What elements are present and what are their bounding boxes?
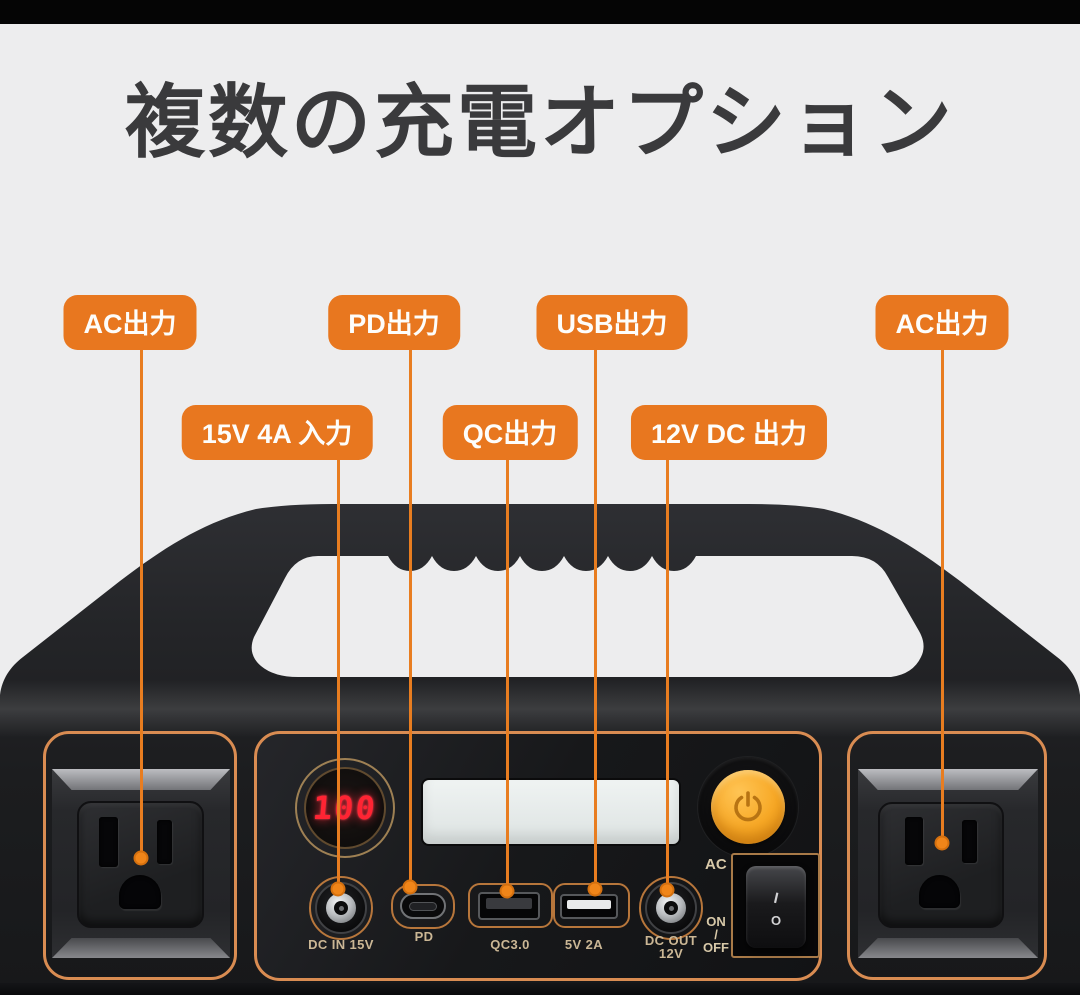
ac-outlet-left-ground-hole <box>119 875 161 909</box>
callout-line-dc-out <box>665 448 669 890</box>
dc-in-pin <box>338 905 344 911</box>
ac-outlet-right-ground-hole <box>919 875 960 908</box>
callout-label-12v-dc-output: 12V DC 出力 <box>630 405 828 460</box>
power-button <box>711 770 785 844</box>
usb-a-5v2a-port <box>560 894 618 919</box>
usb-a-qc3-tongue <box>486 898 532 909</box>
callout-dot <box>499 883 515 899</box>
usb-a-5v2a-tongue <box>567 900 611 909</box>
rocker-off-mark: O <box>770 913 782 928</box>
ac-outlet-right-neutral-slot <box>905 817 923 865</box>
outlet-bevel-top <box>858 769 1038 790</box>
qc3-port-label: QC3.0 <box>490 937 530 952</box>
dc-in-port <box>315 882 367 934</box>
outlet-bevel-bottom <box>52 938 230 958</box>
callout-dot <box>587 881 603 897</box>
on-label: ON <box>706 914 726 929</box>
power-button-bezel <box>698 757 798 857</box>
callout-label-pd-output: PD出力 <box>328 295 460 350</box>
callout-dot <box>330 881 346 897</box>
body-top-sheen <box>0 680 1080 738</box>
ac-rocker-switch-frame: I O <box>731 853 820 958</box>
usb-5v2a-port-label: 5V 2A <box>564 937 604 952</box>
control-panel: 100 AC ON / OFF I O <box>254 731 822 981</box>
top-black-bar <box>0 0 1080 24</box>
ac-outlet-right-hot-slot <box>962 820 977 863</box>
ac-outlet-right-frame <box>847 731 1047 980</box>
callout-line-pd <box>408 340 412 887</box>
off-label: OFF <box>703 940 729 955</box>
ac-rocker-switch: I O <box>746 866 806 948</box>
callout-dot <box>659 882 675 898</box>
callout-dot <box>133 850 149 866</box>
battery-percentage-readout: 100 <box>311 789 379 827</box>
callout-label-ac-output-left: AC出力 <box>63 295 197 350</box>
dc-out-pin <box>668 905 674 911</box>
dc-in-hole <box>334 901 348 915</box>
pd-port-label: PD <box>414 929 434 944</box>
callout-dot <box>402 879 418 895</box>
dc-out-label-line2: 12V <box>658 946 684 961</box>
callout-line-dc-in <box>336 448 340 889</box>
callout-dot <box>934 835 950 851</box>
dc-out-port-ring <box>639 876 703 940</box>
callout-line-ac-right <box>940 342 944 843</box>
ac-outlet-left-neutral-slot <box>99 817 118 867</box>
battery-display-ring: 100 <box>295 758 395 858</box>
usb-c-pd-port <box>400 893 446 919</box>
dc-in-metal-ring <box>326 893 356 923</box>
dc-out-label-line1: DC OUT <box>644 933 698 948</box>
dc-in-port-label: DC IN 15V <box>308 937 374 952</box>
dc-out-metal-ring <box>656 893 686 923</box>
outlet-bevel-bottom <box>858 938 1038 958</box>
dc-in-port-ring <box>309 876 373 940</box>
usb-c-tongue <box>409 901 437 911</box>
battery-display: 100 <box>304 767 386 849</box>
callout-label-15v-4a-input: 15V 4A 入力 <box>181 405 373 460</box>
callout-line-usb <box>593 342 597 889</box>
callout-label-usb-output: USB出力 <box>536 295 688 350</box>
rocker-on-mark: I <box>772 889 780 908</box>
callout-label-ac-output-right: AC出力 <box>875 295 1009 350</box>
power-icon <box>734 791 762 822</box>
ac-outlet-left-hot-slot <box>157 820 172 864</box>
on-off-label: ON / OFF <box>701 915 731 954</box>
ac-switch-label: AC <box>705 856 727 873</box>
dc-out-port-label: DC OUT 12V <box>631 934 711 960</box>
device-base-shadow <box>0 983 1080 995</box>
callout-line-ac-left <box>139 340 143 858</box>
on-off-slash: / <box>714 927 718 942</box>
page-title: 複数の充電オプション <box>125 76 955 169</box>
callout-label-qc-output: QC出力 <box>442 405 578 460</box>
callout-line-qc <box>505 448 509 891</box>
pd-port-ring <box>391 884 455 929</box>
dc-out-hole <box>664 901 678 915</box>
lcd-screen <box>421 778 681 846</box>
